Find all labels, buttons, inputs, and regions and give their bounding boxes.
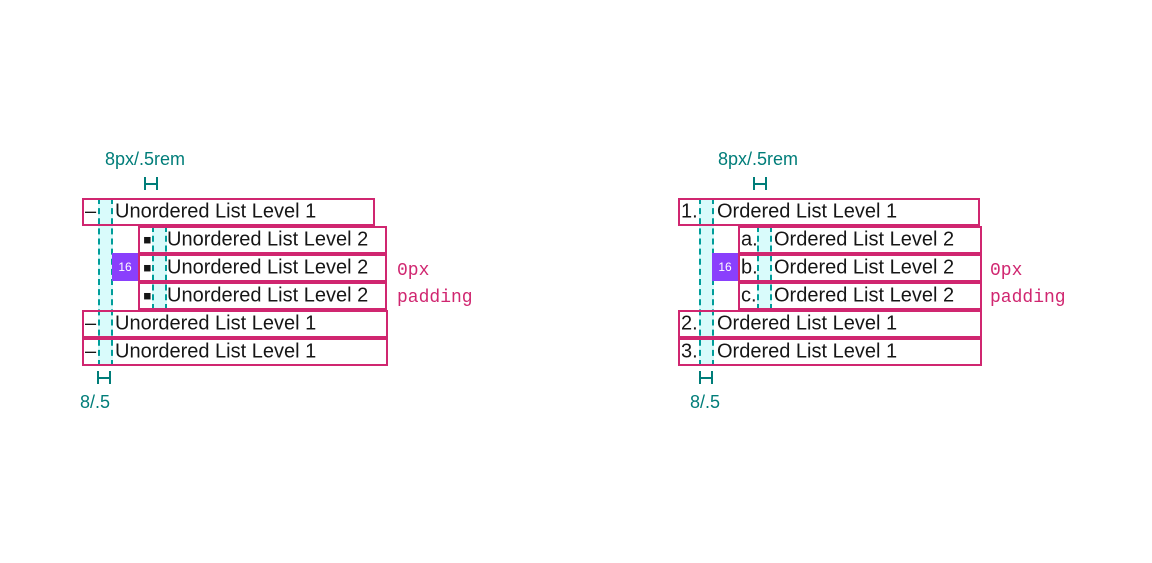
list-row: c. Ordered List Level 2 bbox=[738, 282, 982, 310]
list-item-text: Ordered List Level 2 bbox=[774, 256, 955, 279]
list-row: – Unordered List Level 1 bbox=[82, 198, 375, 226]
spacing-bottom-label: 8/.5 bbox=[80, 392, 111, 412]
list-item-text: Unordered List Level 2 bbox=[167, 228, 369, 251]
padding-annotation-line1: 0px bbox=[397, 261, 430, 281]
spacing-bottom-label: 8/.5 bbox=[690, 392, 721, 412]
spacing-top-label: 8px/.5rem bbox=[105, 149, 186, 169]
square-bullet: ▪ bbox=[143, 288, 152, 304]
list-item-text: Ordered List Level 1 bbox=[717, 340, 898, 363]
list-row: ▪ Unordered List Level 2 bbox=[138, 254, 387, 282]
list-row: – Unordered List Level 1 bbox=[82, 310, 388, 338]
nesting-indent-badge: 16 bbox=[712, 253, 738, 281]
list-row: 2. Ordered List Level 1 bbox=[678, 310, 982, 338]
dash-bullet: – bbox=[85, 312, 97, 335]
list-row: b. Ordered List Level 2 bbox=[738, 254, 982, 282]
spacing-column-level1 bbox=[699, 198, 714, 366]
letter-marker: c. bbox=[741, 284, 757, 307]
padding-annotation: 0px padding bbox=[397, 258, 473, 312]
letter-marker: b. bbox=[741, 256, 758, 279]
list-item-text: Unordered List Level 1 bbox=[115, 340, 317, 363]
dash-bullet: – bbox=[85, 340, 97, 363]
list-row: a. Ordered List Level 2 bbox=[738, 226, 982, 254]
square-bullet: ▪ bbox=[143, 260, 152, 276]
number-marker: 1. bbox=[681, 200, 698, 223]
number-marker: 2. bbox=[681, 312, 698, 335]
list-item-text: Unordered List Level 1 bbox=[115, 312, 317, 335]
letter-marker: a. bbox=[741, 228, 758, 251]
padding-annotation-line2: padding bbox=[397, 288, 473, 308]
list-item-text: Unordered List Level 1 bbox=[115, 200, 317, 223]
spacing-top-label: 8px/.5rem bbox=[718, 149, 799, 169]
list-row: ▪ Unordered List Level 2 bbox=[138, 226, 387, 254]
list-row: ▪ Unordered List Level 2 bbox=[138, 282, 387, 310]
list-item-text: Unordered List Level 2 bbox=[167, 256, 369, 279]
measure-bracket-icon bbox=[699, 371, 713, 384]
list-item-text: Unordered List Level 2 bbox=[167, 284, 369, 307]
measure-bracket-icon bbox=[144, 177, 158, 190]
dash-bullet: – bbox=[85, 200, 97, 223]
nesting-indent-badge: 16 bbox=[112, 253, 138, 281]
list-row: 1. Ordered List Level 1 bbox=[678, 198, 980, 226]
spacing-column-level2 bbox=[757, 226, 772, 310]
list-row: 3. Ordered List Level 1 bbox=[678, 338, 982, 366]
padding-annotation: 0px padding bbox=[990, 258, 1066, 312]
measure-bracket-icon bbox=[97, 371, 111, 384]
list-item-text: Ordered List Level 1 bbox=[717, 200, 898, 223]
padding-annotation-line1: 0px bbox=[990, 261, 1023, 281]
list-item-text: Ordered List Level 2 bbox=[774, 284, 955, 307]
measure-bracket-icon bbox=[753, 177, 767, 190]
list-item-text: Ordered List Level 2 bbox=[774, 228, 955, 251]
spacing-column-level2 bbox=[152, 226, 167, 310]
spacing-column-level1 bbox=[98, 198, 113, 366]
square-bullet: ▪ bbox=[143, 232, 152, 248]
padding-annotation-line2: padding bbox=[990, 288, 1066, 308]
list-item-text: Ordered List Level 1 bbox=[717, 312, 898, 335]
number-marker: 3. bbox=[681, 340, 698, 363]
list-row: – Unordered List Level 1 bbox=[82, 338, 388, 366]
